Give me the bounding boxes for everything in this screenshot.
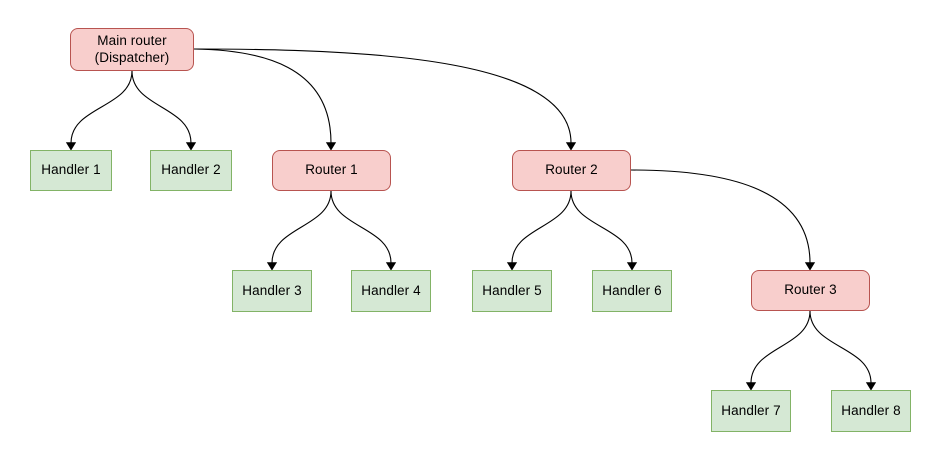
arrowhead-a-r1 xyxy=(325,142,337,151)
edge-router-2-to-handler-6 xyxy=(570,190,633,264)
node-handler-6[interactable]: Handler 6 xyxy=(592,270,672,312)
edge-router-2-to-handler-5 xyxy=(511,190,572,264)
edge-main-router-to-router-1 xyxy=(193,48,332,144)
edge-router-3-to-handler-7 xyxy=(750,310,811,384)
node-handler-1[interactable]: Handler 1 xyxy=(30,150,112,191)
node-router-3[interactable]: Router 3 xyxy=(751,270,870,311)
arrowhead-a-r3 xyxy=(804,262,816,271)
node-handler-3[interactable]: Handler 3 xyxy=(232,270,312,312)
edge-router-3-to-handler-8 xyxy=(809,310,872,384)
node-handler-5[interactable]: Handler 5 xyxy=(472,270,552,312)
edge-router-1-to-handler-4 xyxy=(330,190,392,264)
node-handler-4[interactable]: Handler 4 xyxy=(351,270,431,312)
edge-main-router-to-handler-2 xyxy=(131,70,192,144)
node-handler-8[interactable]: Handler 8 xyxy=(831,390,911,432)
edge-router-2-to-router-3 xyxy=(630,169,811,264)
arrowhead-a-h2 xyxy=(185,142,197,151)
node-router-1[interactable]: Router 1 xyxy=(272,150,391,191)
node-router-2[interactable]: Router 2 xyxy=(512,150,631,191)
arrowhead-a-h3 xyxy=(266,262,278,271)
arrowhead-a-h1 xyxy=(65,142,77,151)
arrowhead-a-h7 xyxy=(745,382,757,391)
node-handler-7[interactable]: Handler 7 xyxy=(711,390,791,432)
edge-router-1-to-handler-3 xyxy=(271,190,332,264)
arrowhead-a-h5 xyxy=(506,262,518,271)
node-handler-2[interactable]: Handler 2 xyxy=(150,150,232,191)
arrowhead-a-r2 xyxy=(565,142,577,151)
node-main-router[interactable]: Main router (Dispatcher) xyxy=(70,28,194,71)
arrowhead-a-h8 xyxy=(865,382,877,391)
arrowhead-a-h4 xyxy=(385,262,397,271)
edge-main-router-to-handler-1 xyxy=(70,70,133,144)
arrowhead-a-h6 xyxy=(626,262,638,271)
edge-main-router-to-router-2 xyxy=(193,48,572,144)
